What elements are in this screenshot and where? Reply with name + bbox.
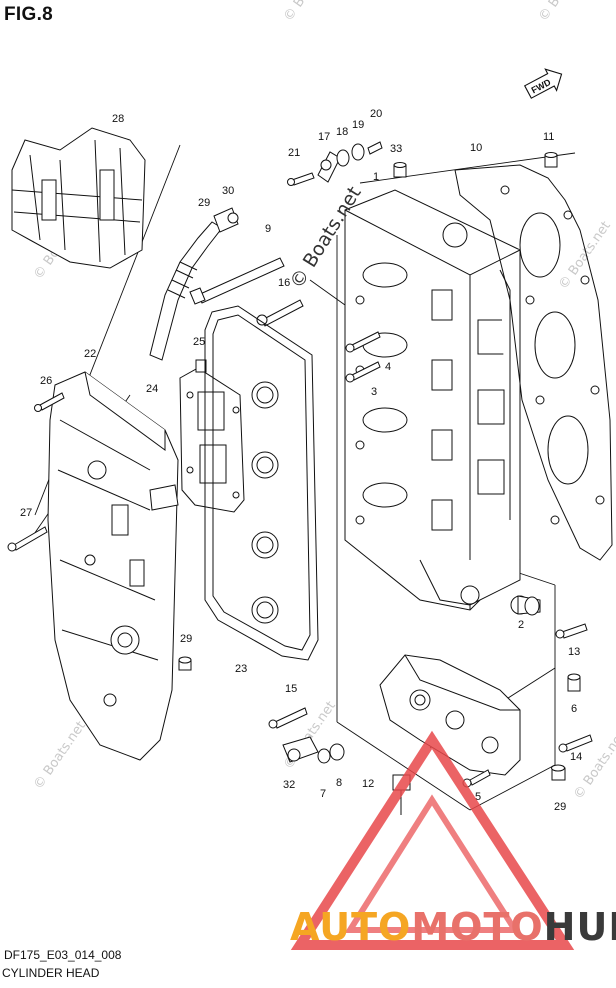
callout-24: 24 — [146, 383, 158, 395]
callout-29a: 29 — [180, 633, 192, 645]
parts-2-6-13 — [524, 596, 588, 781]
lower-housing — [379, 654, 593, 815]
sensor-parts-7-8-15-32 — [268, 707, 345, 764]
callout-15: 15 — [285, 683, 297, 695]
callout-33: 33 — [390, 143, 402, 155]
diagram-subtitle: CYLINDER HEAD — [2, 966, 100, 980]
fwd-arrow-icon: FWD — [523, 68, 563, 99]
callout-9: 9 — [265, 223, 271, 235]
callout-3: 3 — [371, 386, 377, 398]
brand-logo: AUTOMOTOHUB — [290, 905, 616, 949]
watermark-faint: © Boats.net — [31, 719, 89, 793]
bolts-26-27-29 — [7, 392, 192, 671]
callout-20: 20 — [370, 108, 382, 120]
watermark-faint: © Boats.net — [536, 0, 594, 24]
callout-1: 1 — [373, 171, 379, 183]
cylinder-head-part-1 — [344, 189, 541, 615]
callout-19: 19 — [352, 119, 364, 131]
watermark-faint: © Boats.net — [556, 219, 614, 293]
callout-26: 26 — [40, 375, 52, 387]
head-cover-part-22 — [47, 371, 179, 761]
callout-11: 11 — [543, 131, 554, 143]
callout-5: 5 — [475, 791, 481, 803]
bolts-3-4 — [345, 331, 381, 383]
callout-6: 6 — [571, 703, 577, 715]
callout-18: 18 — [336, 126, 348, 138]
brand-part-moto: MOTO — [411, 905, 544, 949]
callout-23: 23 — [235, 663, 247, 675]
brand-part-auto: AUTO — [290, 905, 412, 949]
callout-28: 28 — [112, 113, 124, 125]
callout-29b: 29 — [554, 801, 566, 813]
callout-10: 10 — [470, 142, 482, 154]
callout-32: 32 — [283, 779, 295, 791]
callout-22: 22 — [84, 348, 96, 360]
callout-21: 21 — [288, 147, 300, 159]
callouts: 28 30 29 9 16 21 17 18 19 20 33 1 10 11 … — [20, 108, 582, 813]
callout-30: 29 — [198, 197, 210, 209]
brand-triangle-icon — [290, 730, 575, 950]
callout-14: 14 — [570, 751, 582, 763]
watermark-faint: © Boats.net — [281, 0, 339, 24]
callout-31: 30 — [222, 185, 234, 197]
bolts-9-16 — [189, 257, 304, 327]
callout-12: 12 — [362, 778, 374, 790]
engine-cover-part-28 — [11, 127, 146, 269]
dowel-part-11 — [393, 152, 558, 178]
callout-25: 25 — [193, 336, 205, 348]
callout-17: 17 — [318, 131, 330, 143]
callout-7: 7 — [320, 788, 326, 800]
gasket-plate-part-24 — [179, 359, 245, 513]
figure-title: FIG.8 — [4, 4, 54, 25]
brand-part-hub: HUB — [543, 905, 616, 949]
callout-27: 27 — [20, 507, 32, 519]
head-gasket-part-10 — [454, 164, 613, 561]
callout-13: 13 — [568, 646, 580, 658]
callout-2: 2 — [518, 619, 524, 631]
callout-4: 4 — [385, 361, 391, 373]
diagram-code: DF175_E03_014_008 — [4, 948, 122, 962]
cover-gasket-part-23 — [204, 305, 319, 661]
callout-16: 16 — [278, 277, 290, 289]
sensor-cluster-17-21 — [287, 141, 383, 186]
callout-8: 8 — [336, 777, 342, 789]
breather-hose-part-30 — [149, 207, 239, 361]
